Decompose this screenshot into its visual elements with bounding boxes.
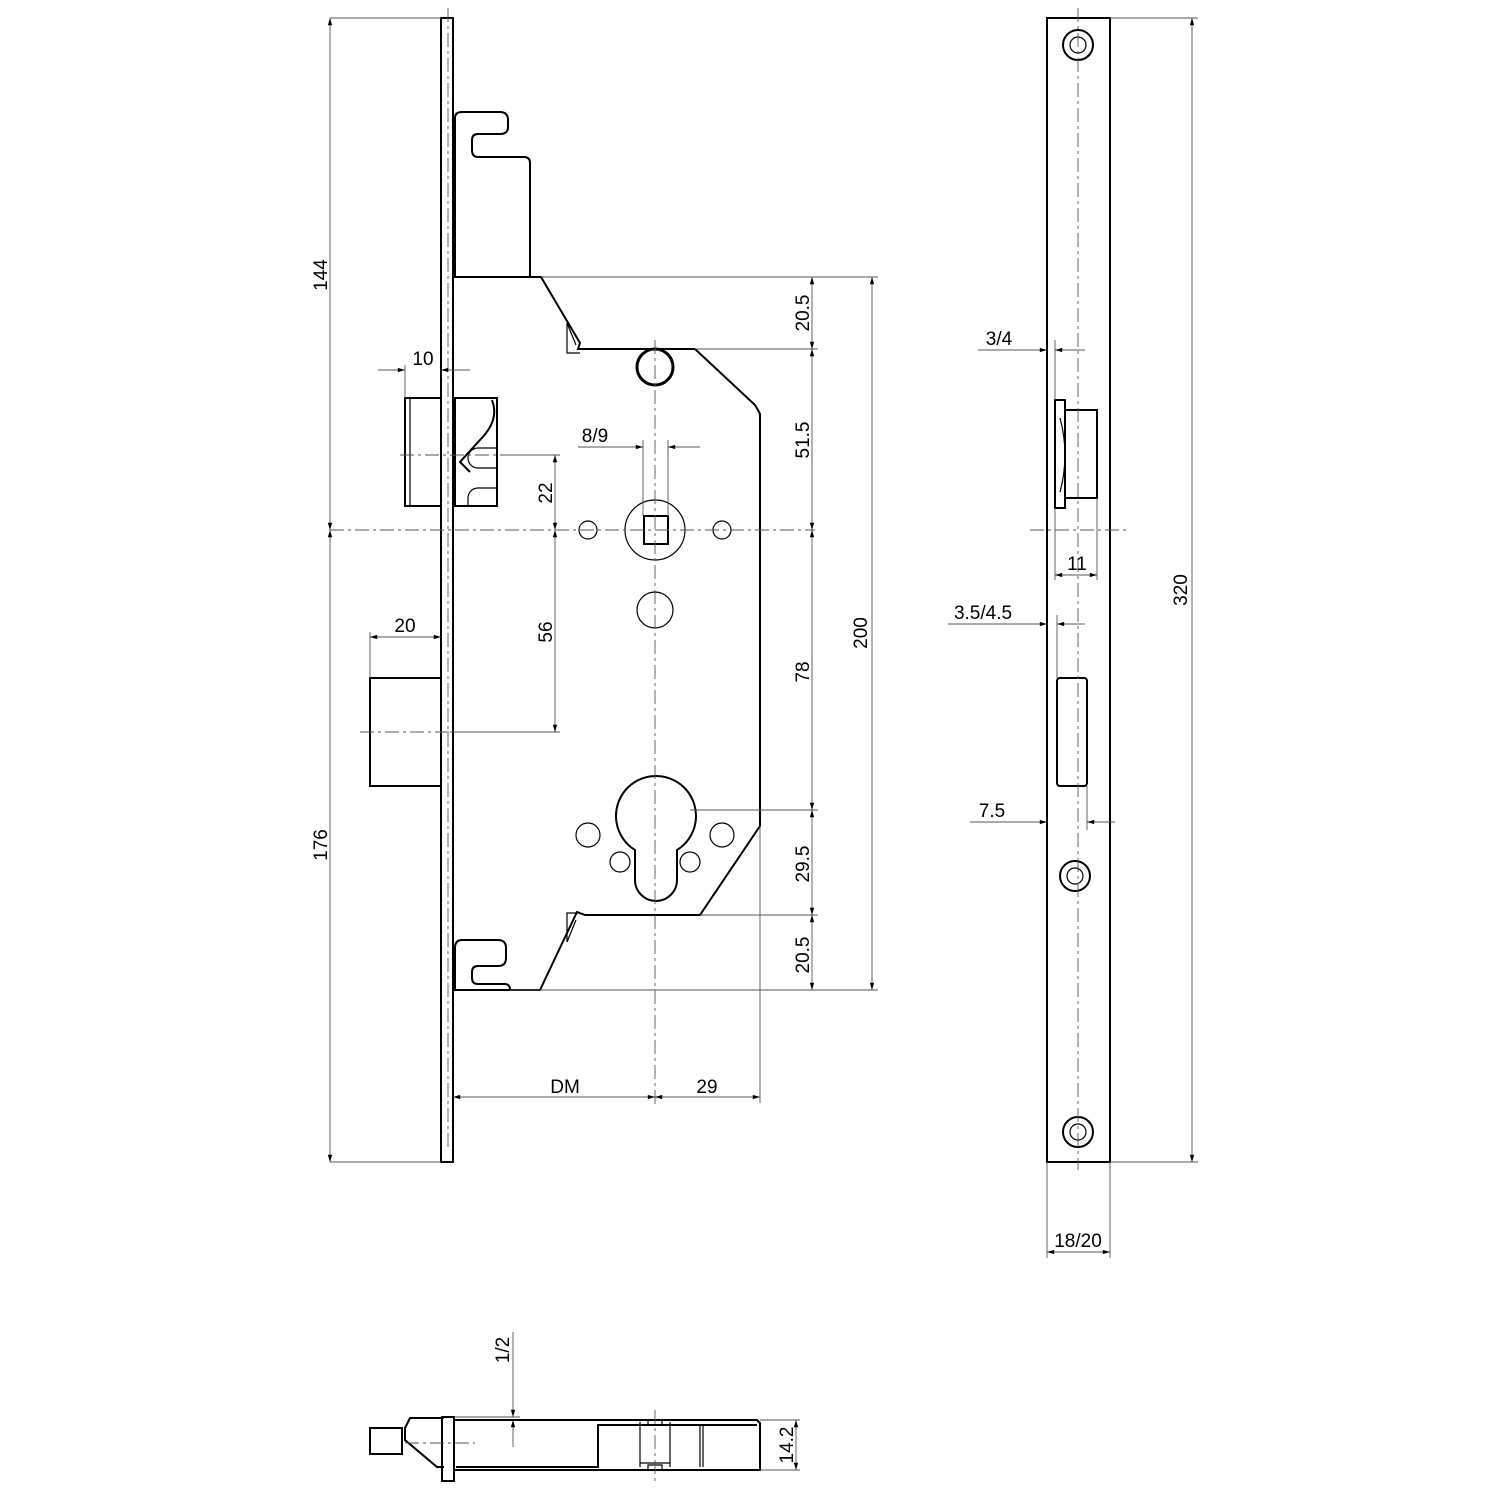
fixing-hole [709,822,735,848]
front-dimensions: 144 176 10 20 8/9 22 56 20.5 51.5 78 29. [311,17,878,1163]
dim-18-20: 18/20 [1054,1231,1102,1252]
dim-51-5: 51.5 [793,422,814,459]
lower-hook [454,939,511,991]
cylinder-cutout [615,774,697,902]
lock-case [453,276,761,991]
dim-3-5-4-5: 3.5/4.5 [954,603,1012,624]
dim-8-9: 8/9 [582,426,608,447]
upper-hook [454,111,531,277]
dim-56: 56 [536,621,557,642]
faceplate-edge [441,1416,455,1482]
dim-20-5-top: 20.5 [793,295,814,332]
case-notch-bottom [566,912,580,943]
latch-front [1054,399,1098,509]
dim-dm: DM [550,1077,580,1098]
latch-bevel [404,1417,444,1468]
screw-hole [1059,860,1091,892]
dim-7-5: 7.5 [979,801,1005,822]
fixing-hole [575,822,601,848]
faceplate [440,17,454,1163]
latch-end [369,1427,403,1455]
dim-20: 20 [394,616,415,637]
dim-22: 22 [536,482,557,503]
case-edge [454,1419,761,1471]
fixing-hole [609,851,631,873]
dim-14-2: 14.2 [777,1427,798,1464]
dim-144: 144 [311,259,332,291]
dim-20-5-bottom: 20.5 [793,937,814,974]
dim-10: 10 [412,349,433,370]
bottom-view: 1/2 14.2 [369,1332,800,1482]
bolt-front [1056,677,1088,787]
side-view: 320 3/4 11 3.5/4.5 7.5 18/20 [948,8,1198,1258]
dim-3-4: 3/4 [986,329,1013,350]
front-view [330,8,815,1163]
dim-200: 200 [851,617,872,649]
dim-78: 78 [793,661,814,682]
dim-320: 320 [1171,574,1192,606]
fixing-hole [578,520,598,540]
dim-29: 29 [696,1077,717,1098]
dim-1-2: 1/2 [493,1337,514,1363]
dim-11: 11 [1067,554,1087,575]
dim-176: 176 [311,829,332,861]
case-notch-top [566,322,580,354]
latch-bolt [404,397,498,507]
dim-29-5: 29.5 [793,846,814,883]
fixing-hole [679,851,701,873]
faceplate-front [1046,17,1111,1163]
